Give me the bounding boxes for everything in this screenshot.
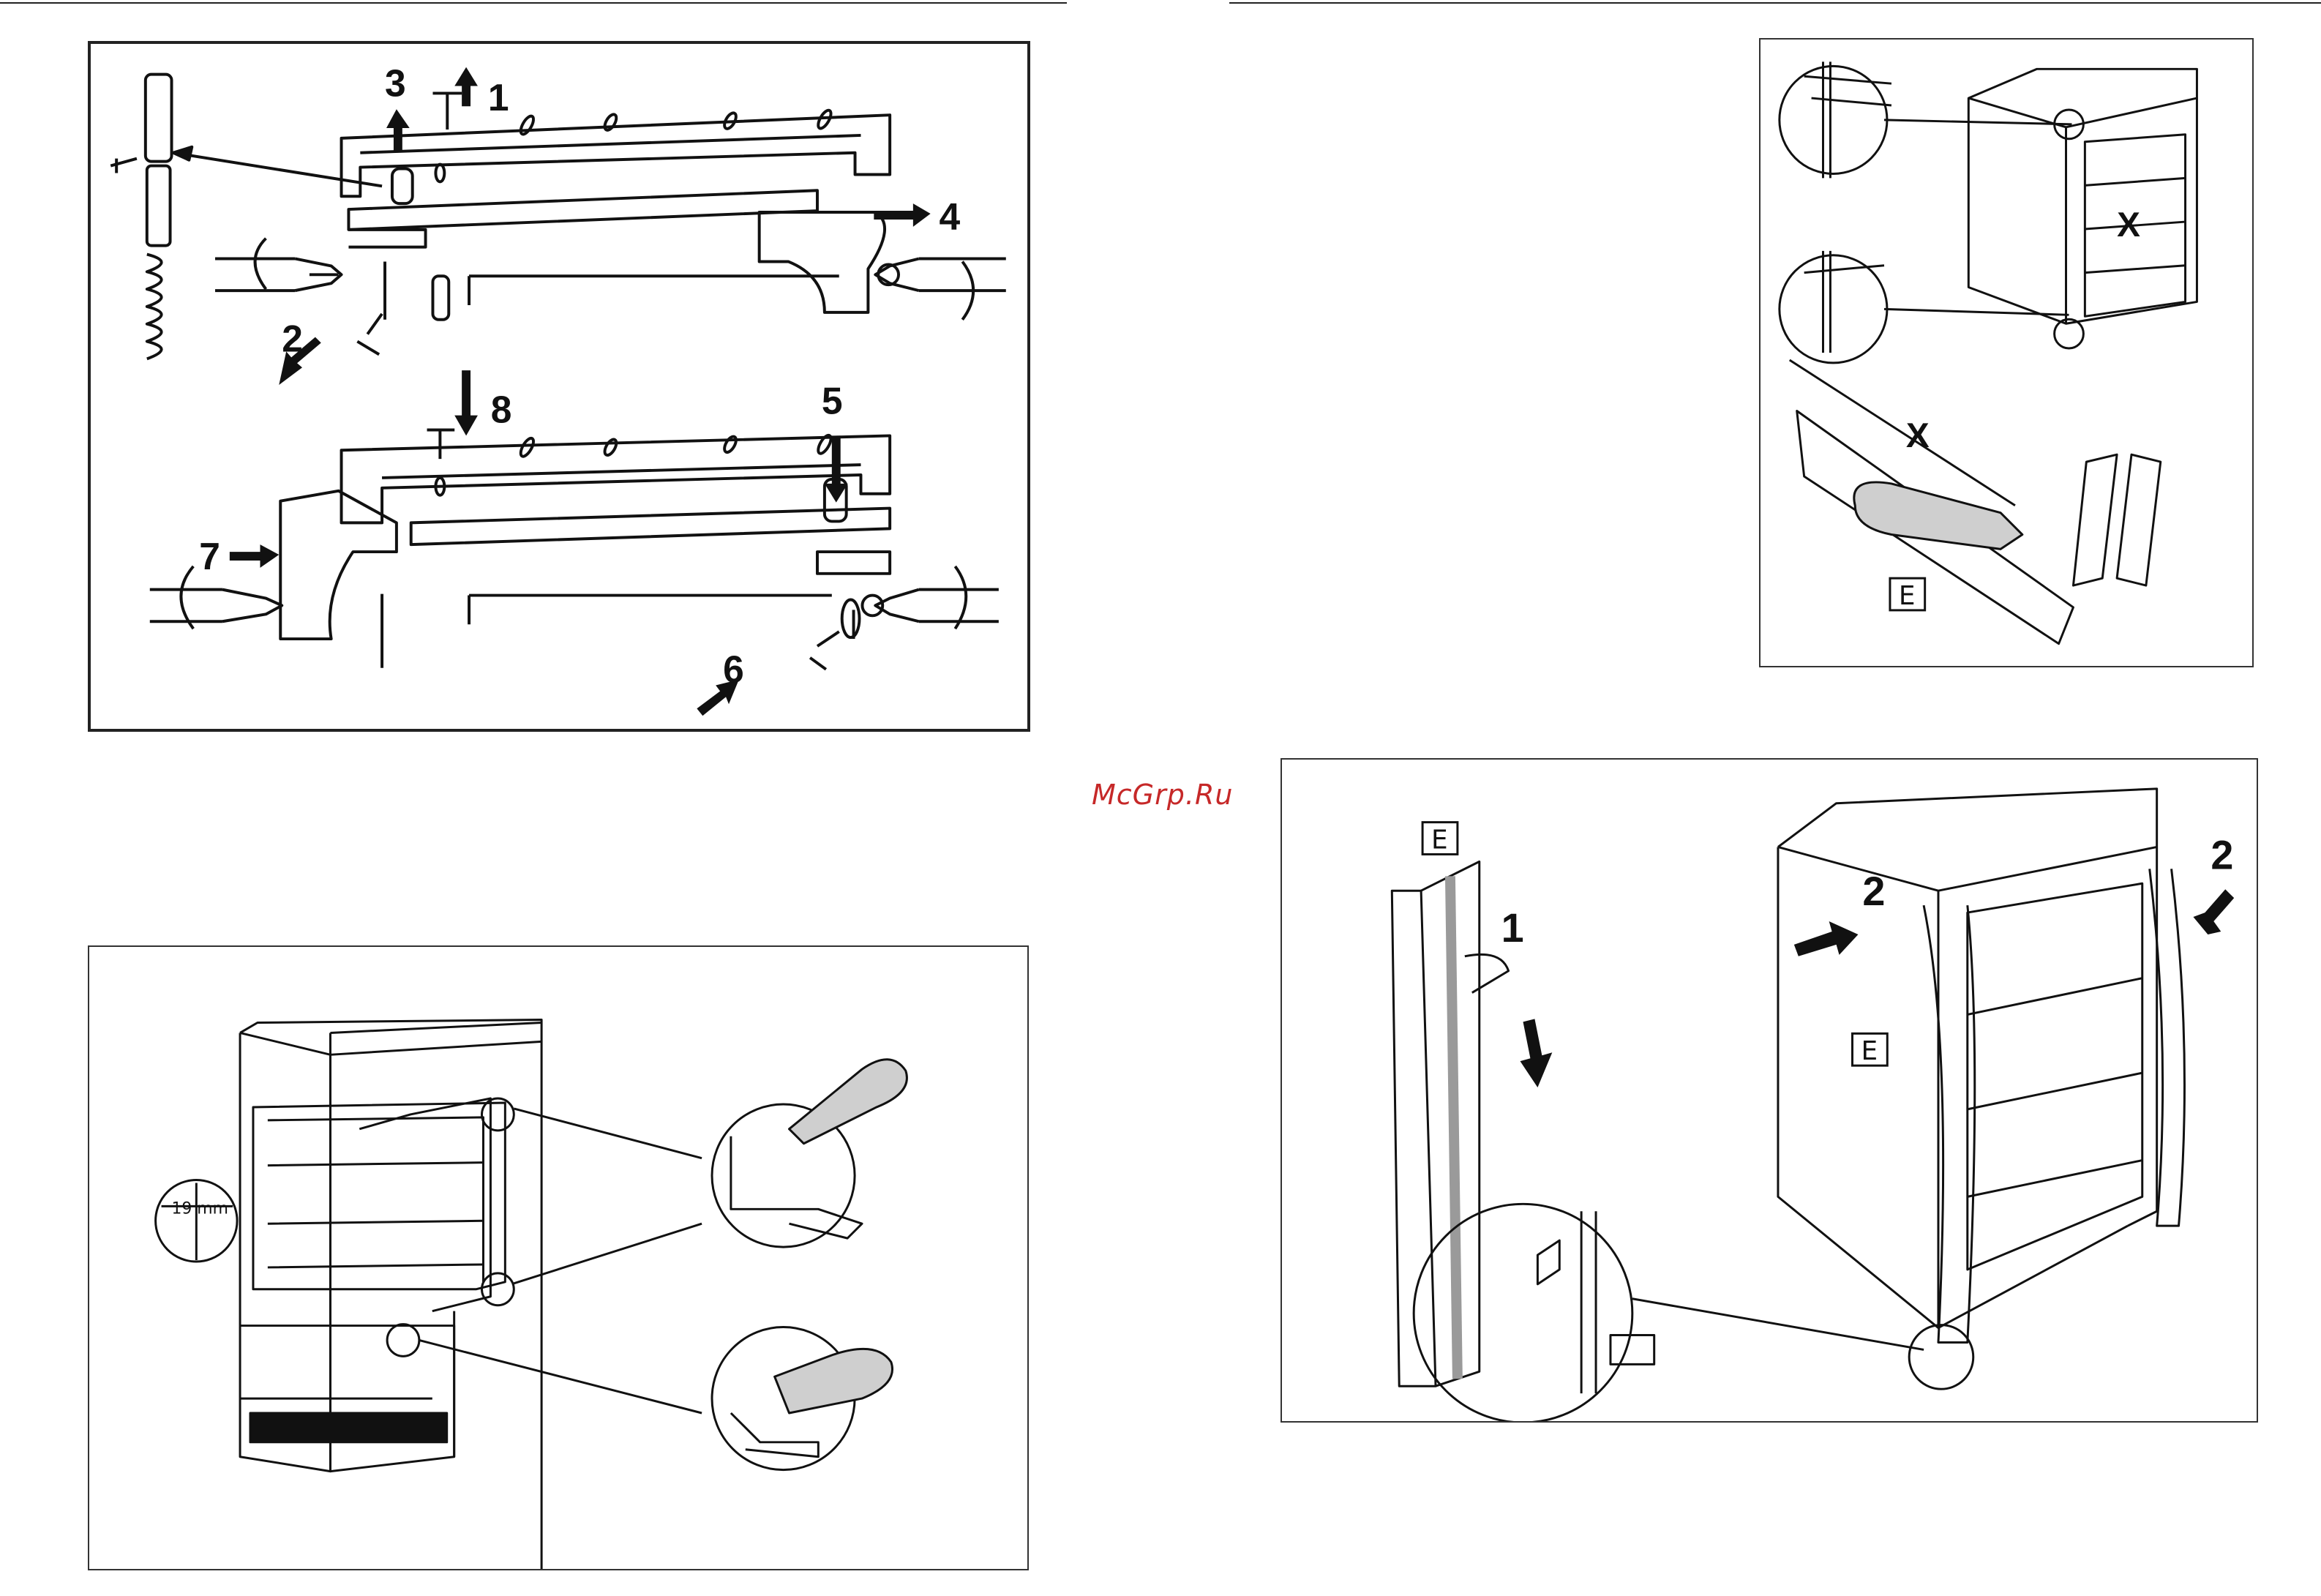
watermark: McGrp.Ru	[1092, 779, 1233, 811]
top-rule-right	[1229, 2, 2321, 4]
hinge-reversal-diagram: 1 2 3 4 5 6 7 8	[88, 41, 1030, 732]
step-6-label: 6	[723, 648, 744, 691]
top-rule-left	[0, 2, 1067, 4]
niche-depth-label: 19 mm	[171, 1199, 228, 1218]
step-1-label: 1	[488, 76, 509, 119]
height-dimension-label: X	[2117, 206, 2140, 244]
screw-2-icon	[357, 314, 382, 355]
screw-top-icon	[432, 93, 462, 130]
screw-8-icon	[427, 430, 455, 459]
seal-fitting-drawing: E E 1 2 2	[1282, 760, 2257, 1421]
hinge-pin-icon	[146, 75, 172, 162]
step-2-right-label: 2	[2211, 832, 2233, 877]
step-3-label: 3	[385, 61, 406, 104]
niche-installation-drawing: 19 mm	[89, 947, 1027, 1569]
step-1-peel-label: 1	[1501, 905, 1524, 951]
seal-part-label-left: E	[1431, 825, 1448, 855]
seal-part-label-right: E	[1861, 1036, 1878, 1066]
seal-measuring-diagram: X X E	[1759, 38, 2254, 667]
step-8-label: 8	[491, 389, 512, 431]
step-4-label: 4	[940, 195, 961, 238]
seal-fitting-diagram: E E 1 2 2	[1281, 758, 2258, 1423]
step-2-label: 2	[282, 317, 303, 359]
step-7-label: 7	[199, 535, 220, 577]
screw-icon	[110, 159, 137, 173]
step-2-left-label: 2	[1862, 869, 1885, 914]
seal-length-label: X	[1906, 416, 1930, 455]
step-5-label: 5	[822, 380, 843, 422]
seal-measuring-drawing: X X E	[1761, 40, 2252, 666]
seal-part-label: E	[1899, 581, 1916, 611]
niche-installation-diagram: 19 mm	[88, 945, 1029, 1570]
hinge-reversal-drawing: 1 2 3 4 5 6 7 8	[91, 44, 1027, 729]
